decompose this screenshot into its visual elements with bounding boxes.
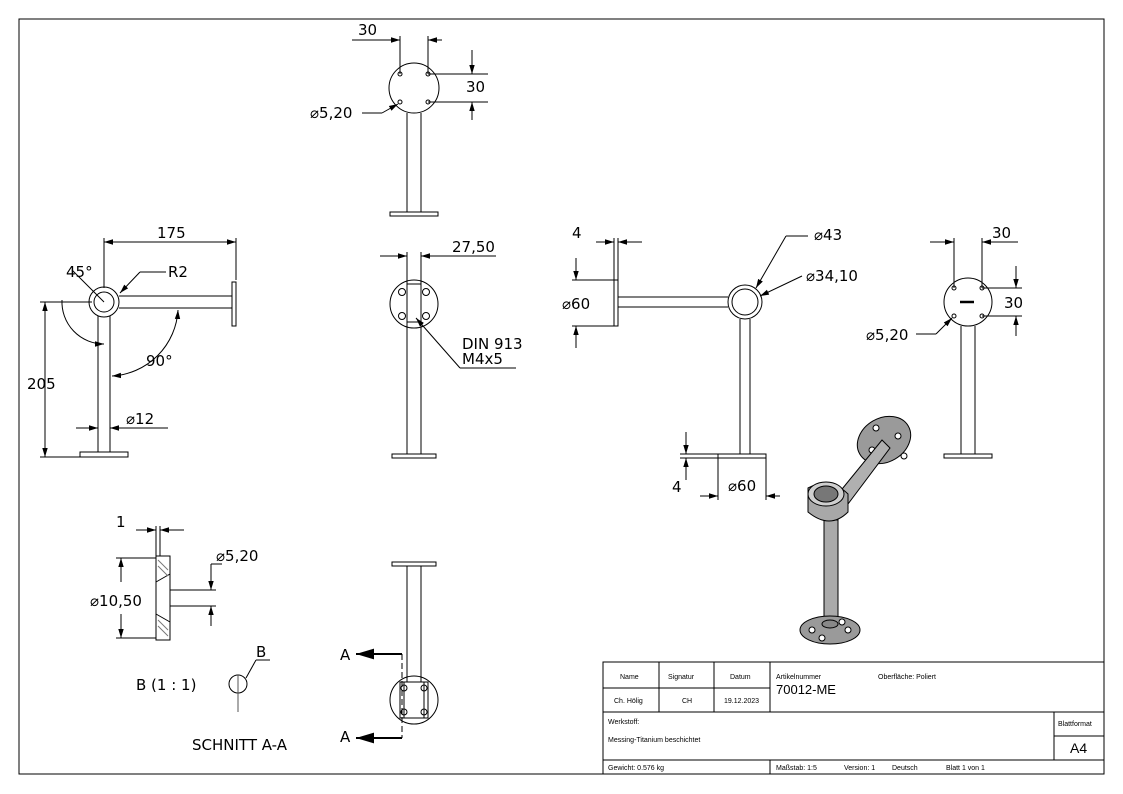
top-dim-v: 30 <box>466 78 485 96</box>
far-right-view <box>916 238 1022 458</box>
detail-label: B (1 : 1) <box>136 676 196 694</box>
detail-dia-520: ⌀5,20 <box>216 547 258 565</box>
tb-blattformat-label: Blattformat <box>1058 721 1092 728</box>
tb-massstab: Maßstab: 1:5 <box>776 765 817 772</box>
right-dim-4: 4 <box>572 224 582 242</box>
tb-gewicht: Gewicht: 0.576 kg <box>608 765 664 772</box>
tb-sprache: Deutsch <box>892 765 918 772</box>
right-dim-4b: 4 <box>672 478 682 496</box>
front-radius: R2 <box>168 263 188 281</box>
far-right-hole-dia: ⌀5,20 <box>866 326 908 344</box>
tb-name: Ch. Hölig <box>614 698 643 705</box>
tb-blattformat: A4 <box>1070 740 1087 756</box>
front-angle1: 45° <box>66 263 93 281</box>
tb-werkstoff: Messing-Titanium beschichtet <box>608 737 700 744</box>
top-view <box>352 36 488 216</box>
section-a-top: A <box>340 646 351 664</box>
tb-version: Version: 1 <box>844 765 875 772</box>
tb-h-datum: Datum <box>730 674 751 681</box>
drawing-frame <box>19 19 1104 774</box>
top-dim-h: 30 <box>358 21 377 39</box>
tb-oberflaeche: Oberfläche: Poliert <box>878 674 936 681</box>
right-dia-60: ⌀60 <box>562 295 590 313</box>
section-view <box>356 562 438 744</box>
detail-dim-1: 1 <box>116 513 126 531</box>
side-screw-1: DIN 913 <box>462 335 523 353</box>
detail-callout: B <box>256 643 266 661</box>
tb-h-signatur: Signatur <box>668 674 695 681</box>
tb-h-name: Name <box>620 674 639 681</box>
side-screw-2: M4x5 <box>462 350 503 368</box>
side-dim: 27,50 <box>452 238 495 256</box>
top-hole-dia: ⌀5,20 <box>310 104 352 122</box>
detail-dia-1050: ⌀10,50 <box>90 592 142 610</box>
front-tube-dia: ⌀12 <box>126 410 154 428</box>
section-a-bottom: A <box>340 728 351 746</box>
tb-signatur: CH <box>682 698 692 705</box>
isometric-view <box>800 407 919 644</box>
front-length: 175 <box>157 224 186 242</box>
front-height: 205 <box>27 375 56 393</box>
right-view <box>572 236 808 500</box>
front-view <box>40 238 236 457</box>
right-dia-43: ⌀43 <box>814 226 842 244</box>
right-dia-34: ⌀34,10 <box>806 267 858 285</box>
tb-blatt: Blatt 1 von 1 <box>946 765 985 772</box>
section-label: SCHNITT A-A <box>192 736 288 754</box>
far-right-dim-h: 30 <box>992 224 1011 242</box>
detail-b-view <box>116 526 270 712</box>
right-dia-60b: ⌀60 <box>728 477 756 495</box>
tb-werkstoff-label: Werkstoff: <box>608 719 639 726</box>
side-view <box>380 252 516 458</box>
far-right-dim-v: 30 <box>1004 294 1023 312</box>
front-angle2: 90° <box>146 352 173 370</box>
tb-artikel: 70012-ME <box>776 682 836 697</box>
title-block <box>603 662 1104 774</box>
tb-artikel-label: Artikelnummer <box>776 674 822 681</box>
tb-datum: 19.12.2023 <box>724 698 759 705</box>
